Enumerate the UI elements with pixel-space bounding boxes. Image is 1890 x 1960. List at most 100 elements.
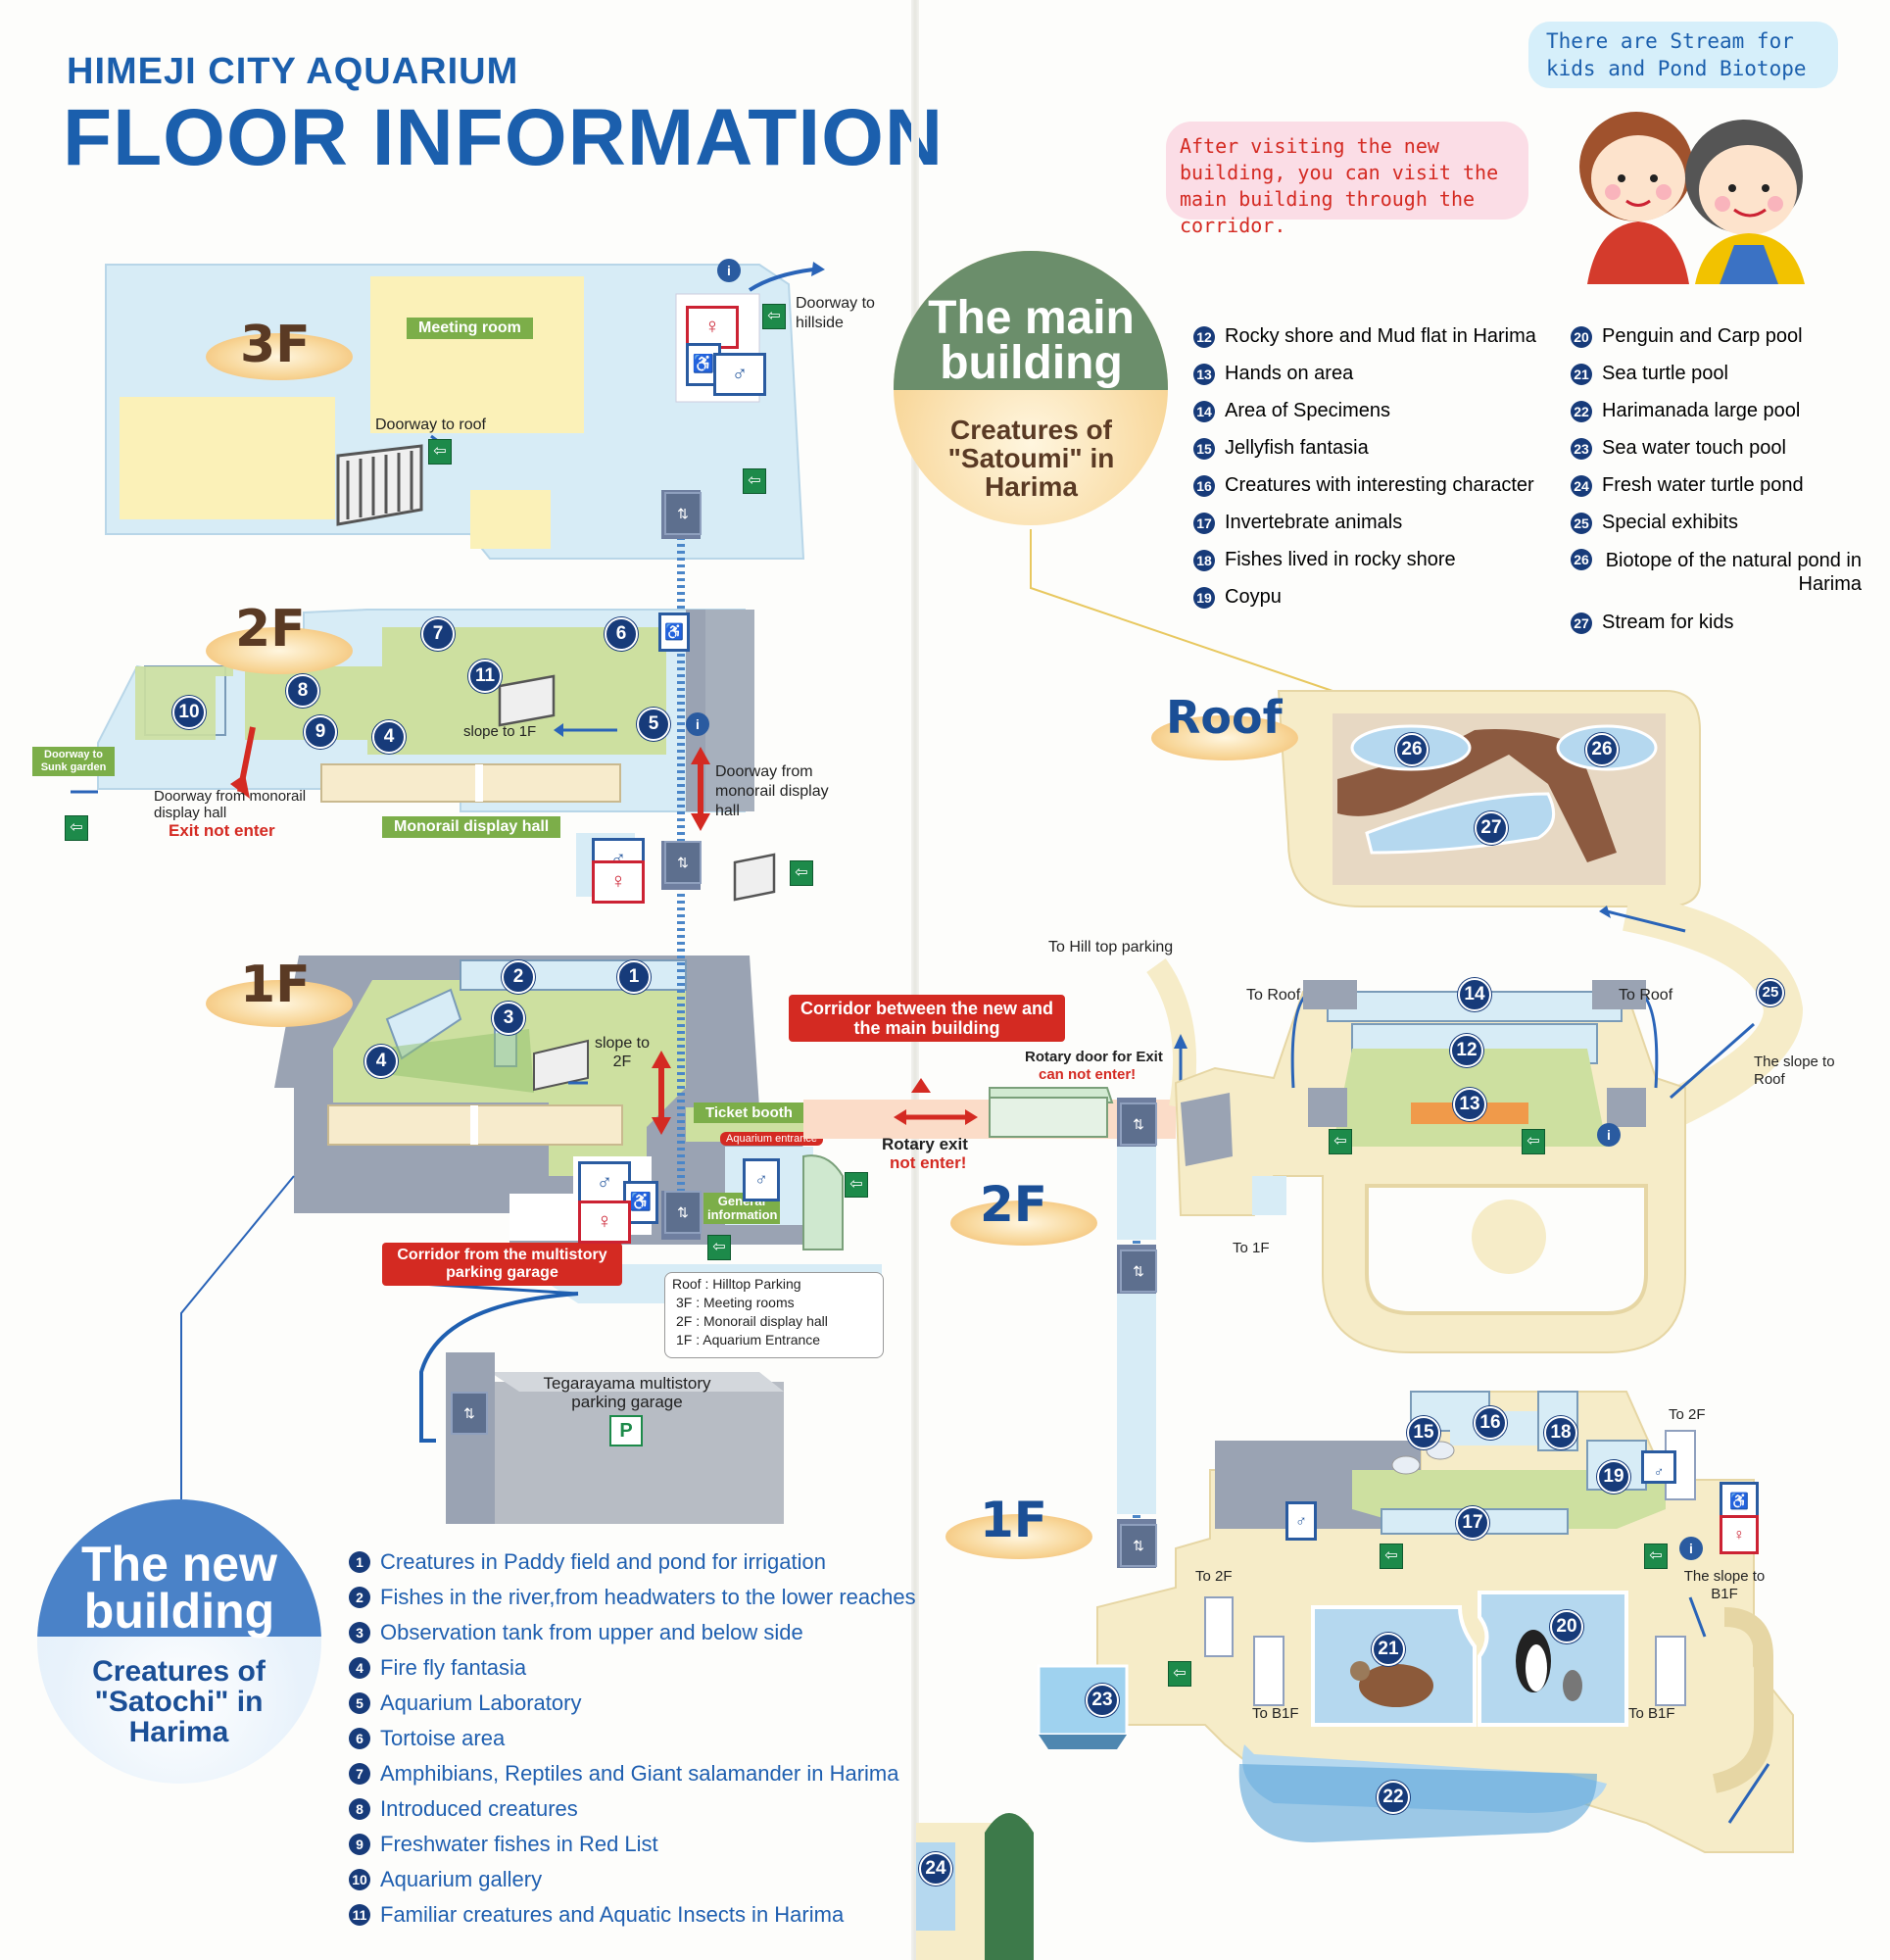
exit-icon-1f-info: ⇦ <box>707 1235 731 1260</box>
main-legend-17: 17 Invertebrate animals <box>1193 512 1402 534</box>
marker-26a: 26 <box>1395 733 1429 766</box>
main-building-sub: Creatures of "Satoumi" in Harima <box>947 415 1115 502</box>
elevator-legend-3f: 3F : Meeting rooms <box>676 1295 795 1310</box>
elevator-3f-icon: ⇅ <box>664 492 702 535</box>
exit-icon-3f-right: ⇦ <box>743 468 766 494</box>
main-legend-text-19: Coypu <box>1225 586 1282 608</box>
main-legend-text-12: Rocky shore and Mud flat in Harima <box>1225 325 1536 347</box>
speech-bubble-blue <box>1528 22 1838 88</box>
main-legend-num-20: 20 <box>1571 325 1592 348</box>
elevator-corridor-2f-icon: ⇅ <box>1120 1102 1157 1146</box>
main-legend-text-16: Creatures with interesting character <box>1225 474 1534 496</box>
to-b1f-right-label: To B1F <box>1628 1705 1675 1722</box>
elevator-parking-icon: ⇅ <box>451 1392 488 1435</box>
new-building-bubble <box>37 1499 321 1784</box>
marker-21: 21 <box>1372 1633 1405 1666</box>
legend-num-6: 6 <box>349 1728 370 1749</box>
slope-roof-label: The slope to Roof <box>1754 1054 1835 1088</box>
main-legend-num-16: 16 <box>1193 474 1215 497</box>
marker-15: 15 <box>1407 1416 1440 1449</box>
elev-floor-2f: 2F <box>676 1313 693 1329</box>
exit-icon-main-1f-mid: ⇦ <box>1644 1544 1668 1569</box>
marker-4a: 4 <box>364 1045 398 1078</box>
restroom-male-3f-icon: ♂ <box>713 353 766 396</box>
marker-5: 5 <box>637 708 670 741</box>
rotary-cannot-enter-label: can not enter! <box>1039 1066 1137 1083</box>
marker-23: 23 <box>1086 1684 1119 1717</box>
exit-icon-3f-hillside: ⇦ <box>762 304 786 329</box>
to-roof-right-label: To Roof <box>1619 987 1673 1004</box>
doorway-hillside-label: Doorway to hillside <box>796 295 875 331</box>
legend-text-4: Fire fly fantasia <box>380 1655 527 1680</box>
exit-icon-1f-right: ⇦ <box>845 1172 868 1198</box>
legend-text-3: Observation tank from upper and below si… <box>380 1620 803 1644</box>
to-2f-left-label: To 2F <box>1195 1568 1233 1585</box>
elevator-legend-roof: Roof : Hilltop Parking <box>672 1276 801 1292</box>
elev-floor-3f: 3F <box>676 1295 693 1310</box>
pill-1f-main <box>945 1514 1092 1559</box>
monorail-hall-label: Monorail display hall <box>382 816 561 838</box>
info-icon-main-1f: i <box>1679 1537 1703 1560</box>
legend-text-2: Fishes in the river,from headwaters to t… <box>380 1585 916 1609</box>
marker-12: 12 <box>1450 1034 1483 1067</box>
elevator-1f-icon: ⇅ <box>664 1191 702 1234</box>
main-legend-text-17: Invertebrate animals <box>1225 512 1403 533</box>
new-building-bubble-top <box>37 1499 321 1637</box>
exit-icon-2f-right: ⇦ <box>790 860 813 886</box>
restroom-female-2f-icon: ♀ <box>592 860 645 904</box>
main-legend-num-17: 17 <box>1193 512 1215 534</box>
elev-text-2f: Monorail display hall <box>703 1313 828 1329</box>
exit-icon-main-2f-right: ⇦ <box>1522 1129 1545 1154</box>
slope-1f-label: slope to 1F <box>463 723 537 740</box>
parking-p-icon: P <box>609 1415 643 1446</box>
hilltop-parking-label: To Hill top parking <box>1048 939 1174 956</box>
parking-garage-label: Tegarayama multistory parking garage <box>543 1374 711 1411</box>
to-2f-right-label: To 2F <box>1669 1406 1706 1423</box>
marker-6: 6 <box>605 617 638 651</box>
legend-text-1: Creatures in Paddy field and pond for ir… <box>380 1549 826 1574</box>
main-legend-text-27: Stream for kids <box>1602 612 1734 633</box>
main-legend-text-25: Special exhibits <box>1602 512 1738 533</box>
main-building-bubble-top <box>894 251 1168 390</box>
marker-10: 10 <box>172 696 206 729</box>
rotary-exit-label: Rotary exit <box>882 1135 968 1153</box>
general-info-label: General information <box>703 1193 780 1224</box>
main-legend-num-23: 23 <box>1571 437 1592 460</box>
floor-label-2f: 2F <box>235 600 306 659</box>
elevator-corridor-mid-icon: ⇅ <box>1120 1250 1157 1293</box>
elev-floor-1f: 1F <box>676 1332 693 1348</box>
ticket-booth-label: Ticket booth <box>694 1102 804 1123</box>
marker-3: 3 <box>492 1002 525 1035</box>
floor-label-1f: 1F <box>240 956 311 1014</box>
meeting-room-label: Meeting room <box>407 318 533 339</box>
elevator-legend-1f: 1F : Aquarium Entrance <box>676 1332 821 1348</box>
main-legend-text-14: Area of Specimens <box>1225 400 1390 421</box>
marker-8: 8 <box>286 674 319 708</box>
marker-9: 9 <box>304 715 337 749</box>
to-roof-left-label: To Roof <box>1246 987 1301 1004</box>
kids-illustration <box>1579 112 1805 284</box>
exit-icon-main-1f-left: ⇦ <box>1380 1544 1403 1569</box>
speech-bubble-blue-text: There are Stream for kids and Pond Bioto… <box>1546 29 1807 80</box>
floor-label-roof: Roof <box>1166 691 1283 744</box>
main-legend-num-22: 22 <box>1571 400 1592 422</box>
